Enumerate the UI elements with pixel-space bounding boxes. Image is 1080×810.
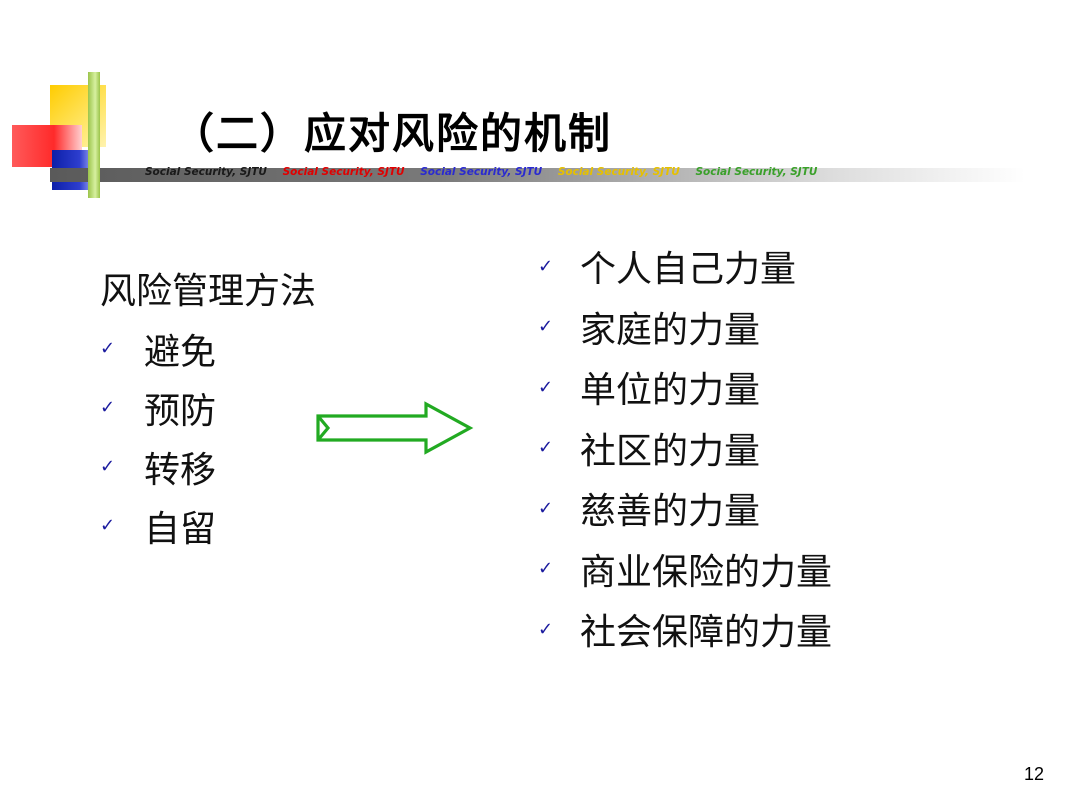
list-item: ✓ 自留 — [100, 496, 316, 555]
list-item-label: 商业保险的力量 — [580, 551, 833, 593]
deco-green-bar — [88, 72, 100, 198]
banner-text: Social Security, SJTU Social Security, S… — [145, 166, 829, 178]
list-item: ✓ 社会保障的力量 — [538, 599, 832, 660]
check-icon: ✓ — [538, 316, 554, 338]
list-item-label: 避免 — [144, 331, 217, 373]
right-list: ✓ 个人自己力量 ✓ 家庭的力量 ✓ 单位的力量 ✓ 社区的力量 ✓ 慈善的力量 ✓ 商业保… — [538, 236, 832, 660]
list-item: ✓ 个人自己力量 — [538, 236, 832, 297]
check-icon: ✓ — [538, 497, 554, 519]
banner-segment: Social Security, SJTU — [420, 166, 543, 178]
list-item: ✓ 转移 — [100, 437, 316, 496]
check-icon: ✓ — [538, 437, 554, 459]
list-item: ✓ 避免 — [100, 319, 316, 378]
banner-segment: Social Security, SJTU — [145, 166, 267, 178]
banner-segment: Social Security, SJTU — [557, 166, 680, 178]
check-icon: ✓ — [100, 515, 116, 536]
slide-title: （二）应对风险的机制 — [172, 109, 613, 158]
banner-segment: Social Security, SJTU — [282, 166, 405, 178]
check-icon: ✓ — [538, 558, 554, 580]
left-heading: 风险管理方法 — [100, 271, 317, 312]
list-item-label: 慈善的力量 — [580, 491, 761, 533]
check-icon: ✓ — [538, 376, 554, 398]
right-arrow-icon — [316, 401, 474, 455]
list-item-label: 预防 — [144, 390, 217, 432]
risk-management-methods: 风险管理方法 ✓ 避免 ✓ 预防 ✓ 转移 ✓ 自留 — [100, 265, 316, 555]
list-item-label: 社区的力量 — [580, 430, 761, 472]
check-icon: ✓ — [100, 338, 116, 359]
title-underline-rule — [50, 168, 1025, 182]
list-item-label: 转移 — [144, 449, 217, 491]
banner-segment: Social Security, SJTU — [695, 166, 818, 178]
list-item-label: 家庭的力量 — [580, 309, 761, 351]
left-list: ✓ 避免 ✓ 预防 ✓ 转移 ✓ 自留 — [100, 319, 316, 555]
list-item-label: 社会保障的力量 — [580, 612, 833, 654]
check-icon: ✓ — [100, 456, 116, 477]
list-item: ✓ 社区的力量 — [538, 418, 832, 479]
check-icon: ✓ — [100, 397, 116, 418]
check-icon: ✓ — [538, 255, 554, 277]
list-item: ✓ 慈善的力量 — [538, 478, 832, 539]
list-item: ✓ 商业保险的力量 — [538, 539, 832, 600]
coping-mechanisms: ✓ 个人自己力量 ✓ 家庭的力量 ✓ 单位的力量 ✓ 社区的力量 ✓ 慈善的力量 ✓ 商业保… — [538, 236, 832, 660]
list-item-label: 个人自己力量 — [580, 249, 797, 291]
page-number: 12 — [1023, 764, 1044, 784]
list-item: ✓ 预防 — [100, 378, 316, 437]
list-item-label: 自留 — [144, 508, 217, 550]
list-item-label: 单位的力量 — [580, 370, 761, 412]
check-icon: ✓ — [538, 618, 554, 640]
list-item: ✓ 单位的力量 — [538, 357, 832, 418]
list-item: ✓ 家庭的力量 — [538, 297, 832, 358]
